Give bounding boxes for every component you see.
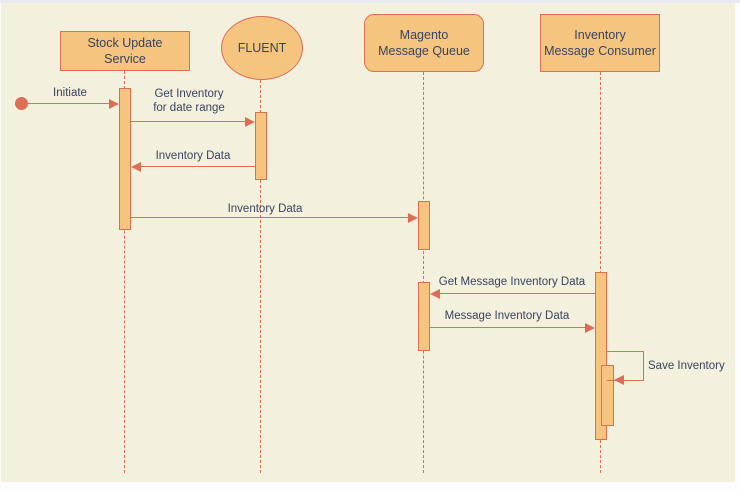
actor-label-line: Stock Update: [87, 35, 163, 50]
activation-stock-update-service: [119, 88, 131, 230]
actor-label-line: Message Consumer: [544, 44, 656, 58]
message-label-line: Get Inventory: [154, 88, 224, 100]
activation-magento-message-queue-1: [418, 201, 430, 250]
message-inventory-data-forward-arrowhead: [408, 213, 418, 223]
actor-label-line: Message Queue: [378, 44, 470, 58]
lifeline-magento-message-queue: [423, 72, 424, 473]
message-get-inventory-line: [131, 121, 246, 122]
actor-label-line: Inventory: [574, 27, 626, 42]
diagram-canvas: [1, 3, 735, 482]
message-message-inventory-data-label: Message Inventory Data: [444, 310, 570, 322]
activation-fluent: [255, 112, 267, 180]
actor-label-line: Magento: [399, 27, 449, 42]
lifeline-stock-update-service: [124, 71, 125, 473]
message-get-message-inventory-data-label: Get Message Inventory Data: [438, 276, 586, 288]
message-inventory-data-forward-label: Inventory Data: [227, 203, 303, 215]
message-inventory-data-return-label: Inventory Data: [155, 150, 231, 162]
message-inventory-data-return-arrowhead: [131, 162, 141, 172]
message-message-inventory-data-line: [430, 327, 586, 328]
actor-label-line: Service: [104, 52, 146, 66]
lifeline-fluent: [260, 80, 261, 473]
message-get-inventory-arrowhead: [245, 117, 255, 127]
actor-label-line: FLUENT: [237, 40, 287, 55]
message-initiate-arrowhead: [109, 99, 119, 109]
message-initiate-label: Initiate: [53, 87, 87, 99]
message-inventory-data-forward-line: [131, 217, 409, 218]
actor-stock-update-service: Stock Update Service: [60, 31, 190, 71]
message-get-inventory-label: Get Inventory for date range: [134, 88, 244, 115]
message-save-inventory-arrowhead: [614, 375, 624, 385]
message-inventory-data-return-line: [138, 166, 255, 167]
actor-fluent: FLUENT: [221, 16, 303, 80]
message-get-message-inventory-data-arrowhead: [430, 289, 440, 299]
window-top-edge: [0, 0, 740, 3]
message-initiate-line: [21, 103, 110, 104]
message-save-inventory-label: Save Inventory: [648, 360, 725, 372]
activation-magento-message-queue-2: [418, 282, 430, 351]
message-label-line: for date range: [153, 101, 225, 114]
message-get-message-inventory-data-line: [439, 293, 595, 294]
actor-magento-message-queue: Magento Message Queue: [364, 14, 484, 72]
actor-inventory-message-consumer: Inventory Message Consumer: [540, 14, 660, 72]
message-save-inventory-self-loop: [607, 351, 644, 381]
message-message-inventory-data-arrowhead: [585, 323, 595, 333]
